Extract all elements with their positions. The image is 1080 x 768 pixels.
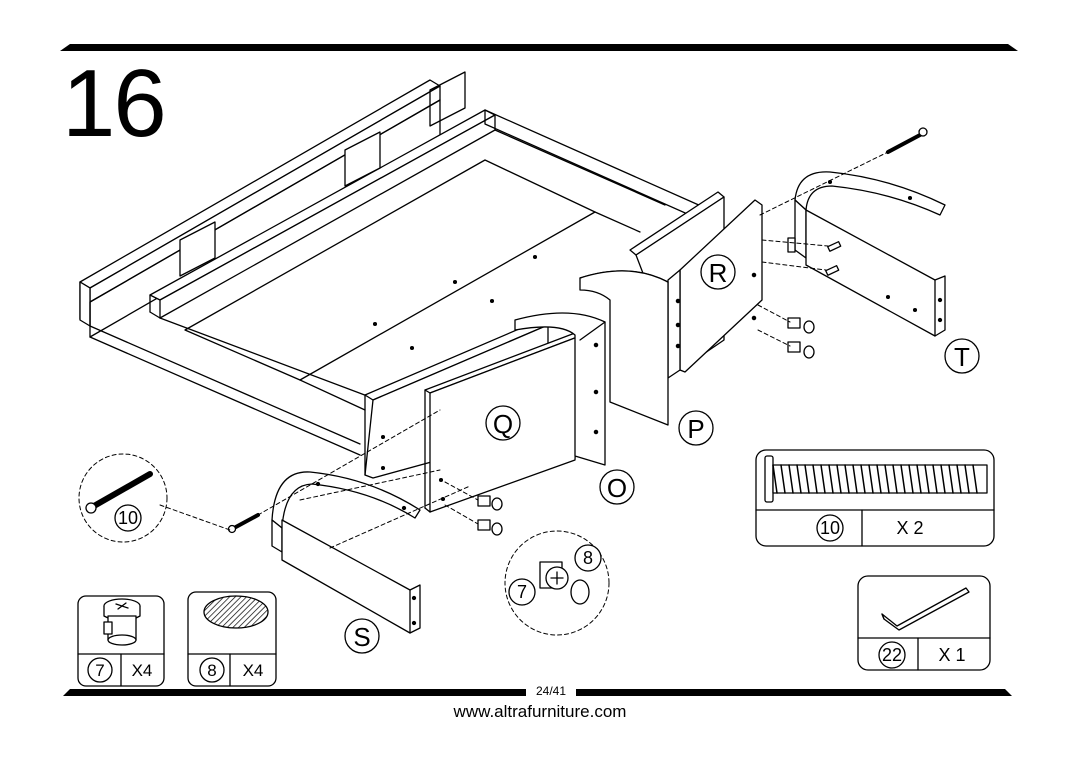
cam-locks-left [477,495,503,536]
panel-Q-assembly [364,312,606,513]
part-letters: R Q P O S T [353,258,970,652]
part-S-label: S [353,622,370,652]
step-number: 16 [62,50,167,157]
hardware-7-part-no: 7 [95,661,104,680]
cam-locks-right [787,317,815,359]
cam-lock-icon [103,598,141,646]
callout-numbers: 10 7 8 [118,508,593,602]
frame-assembly [79,71,711,456]
cap-cover-icon [203,595,269,629]
header-bar [60,44,1018,51]
part-S-circle [344,618,380,654]
hardware-10-qty: X 2 [896,518,923,538]
hardware-8-qty: X4 [243,661,264,680]
part-Q-label: Q [493,409,513,439]
part-T-label: T [954,342,970,372]
leg-T [787,171,946,337]
part-P-label: P [687,414,704,444]
part-T-circle [944,338,980,374]
part-O-label: O [607,473,627,503]
part-Q-circle [485,405,521,441]
part-7-callout-label: 7 [517,582,527,602]
part-8-callout [574,544,602,572]
hardware-box-22 [857,575,991,671]
assembly-guide-lines [159,151,889,549]
screw-detail-callout [78,453,168,543]
hardware-22-qty: X 1 [938,645,965,665]
hardware-8-part-no: 8 [207,661,216,680]
bolt-icon [764,455,988,503]
cam-detail-callout [504,530,610,636]
hardware-7-qty: X4 [132,661,153,680]
part-10-callout-label: 10 [118,508,138,528]
bolt-left [227,513,260,534]
hardware-box-7 [77,595,165,687]
hardware-22-part-no: 22 [882,645,902,665]
part-P-circle [678,410,714,446]
website-url: www.altrafurniture.com [453,702,627,721]
leg-S [271,471,421,634]
part-10-callout [114,504,142,532]
allen-key-icon [881,587,970,631]
part-8-callout-label: 8 [583,548,593,568]
hardware-box-10 [755,449,995,547]
part-R-circle [700,254,736,290]
page-number: 24/41 [526,684,576,698]
bolt-top [886,127,928,154]
hardware-box-8 [187,591,277,687]
part-7-callout [508,578,536,606]
part-letter-circles [344,254,980,654]
hardware-10-part-no: 10 [820,518,840,538]
part-R-label: R [709,258,728,288]
part-O-circle [599,469,635,505]
panel-R-assembly [579,191,763,426]
